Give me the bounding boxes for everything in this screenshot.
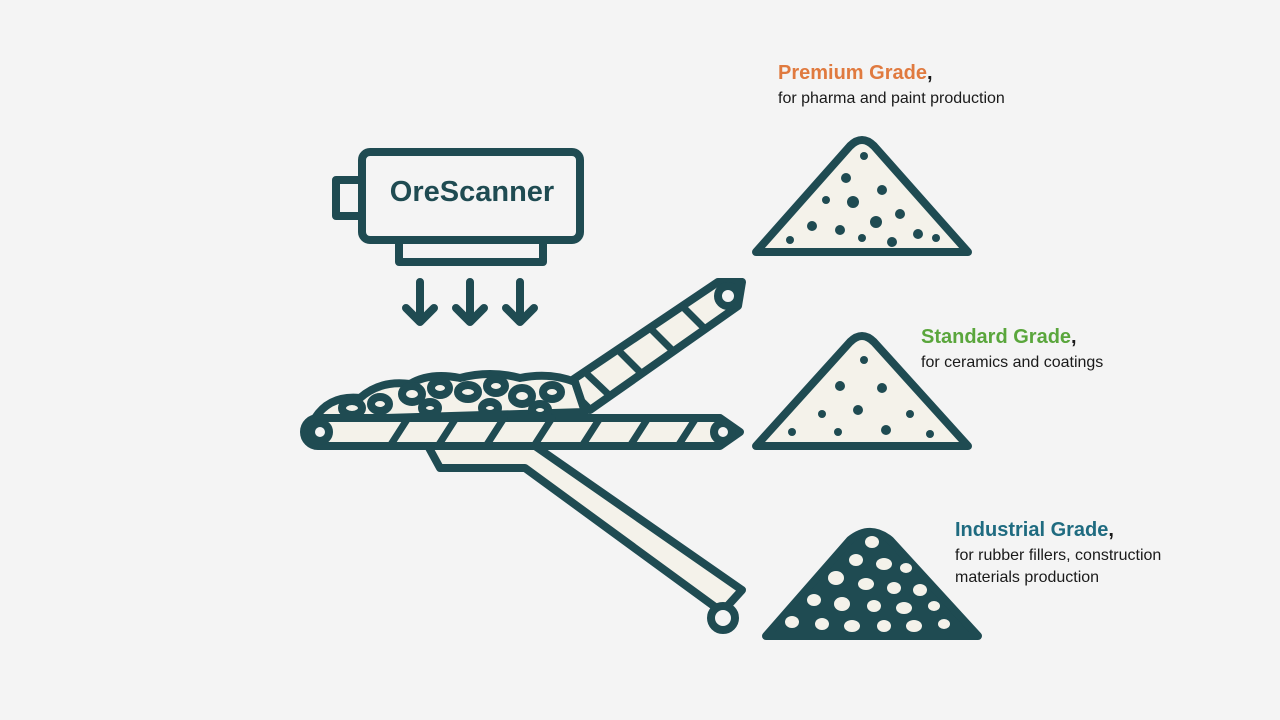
grade-premium-desc: for pharma and paint production <box>778 90 1005 107</box>
scan-arrow-icon <box>402 278 438 326</box>
scan-arrow-icon <box>502 278 538 326</box>
grade-premium: Premium Grade, for pharma and paint prod… <box>778 61 1005 110</box>
grade-standard-name: Standard Grade <box>921 326 1072 348</box>
ore-on-conveyor <box>311 370 589 424</box>
grade-industrial-title: Industrial Grade, <box>955 519 1114 541</box>
grade-premium-name: Premium Grade <box>778 62 927 84</box>
premium-particles <box>786 152 940 247</box>
chute-premium-stripes <box>584 304 708 398</box>
standard-particles <box>788 356 934 438</box>
scan-arrows <box>402 278 538 326</box>
grade-standard-desc: for ceramics and coatings <box>921 354 1104 371</box>
scanner-device <box>332 148 584 266</box>
conveyor-belt <box>300 414 744 450</box>
grade-premium-title: Premium Grade, <box>778 62 933 84</box>
grade-standard-title: Standard Grade, <box>921 326 1077 348</box>
grade-industrial-desc: for rubber fillers, construction materia… <box>955 547 1162 586</box>
chute-industrial <box>424 442 746 616</box>
scan-arrow-icon <box>452 278 488 326</box>
grade-industrial-name: Industrial Grade <box>955 519 1109 541</box>
industrial-pebbles <box>785 536 950 632</box>
grade-standard: Standard Grade, for ceramics and coating… <box>921 325 1103 374</box>
chute-industrial-end <box>707 602 739 634</box>
grade-industrial: Industrial Grade, for rubber fillers, co… <box>955 518 1161 589</box>
pile-standard <box>752 332 972 450</box>
conveyor-stripes <box>386 414 700 450</box>
scanner-label: OreScanner <box>389 176 555 208</box>
